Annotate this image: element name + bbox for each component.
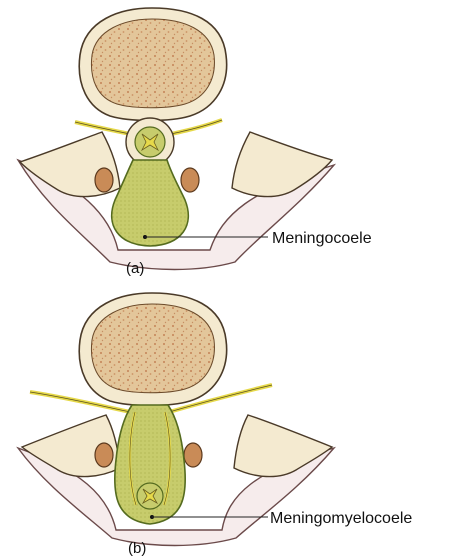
ganglion-left bbox=[95, 443, 113, 467]
label-meningocoele: Meningocoele bbox=[272, 230, 372, 247]
ganglion-left bbox=[95, 168, 113, 192]
panel-a-sublabel: (a) bbox=[126, 260, 144, 277]
meningeal-sac bbox=[112, 160, 189, 246]
panel-a-meningocoele: Meningocoele (a) bbox=[18, 8, 372, 277]
ganglion-right bbox=[184, 443, 202, 467]
vertebral-body-marrow bbox=[91, 304, 214, 393]
vertebral-arch bbox=[232, 132, 332, 197]
ganglion-right bbox=[181, 168, 199, 192]
vertebral-body-marrow bbox=[91, 19, 214, 108]
panel-b-sublabel: (b) bbox=[128, 540, 146, 557]
label-meningomyelocoele: Meningomyelocoele bbox=[270, 510, 412, 527]
panel-b-meningomyelocoele: Meningomyelocoele (b) bbox=[18, 293, 412, 557]
